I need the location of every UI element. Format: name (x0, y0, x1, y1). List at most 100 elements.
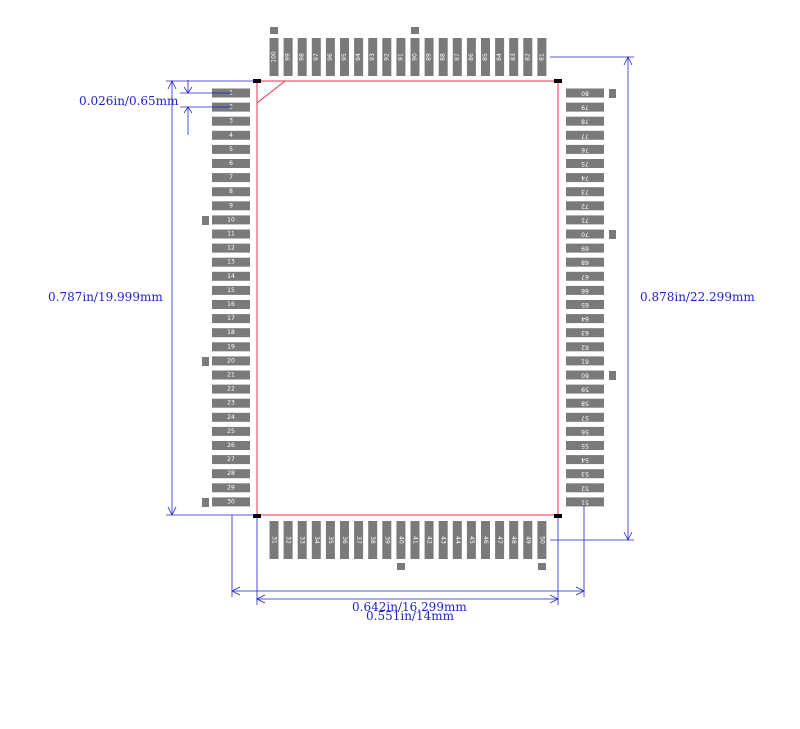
pad-bottom: 46 (481, 521, 490, 559)
pad-left: 15 (212, 285, 250, 295)
pad-shape (382, 38, 392, 76)
pad-shape (566, 314, 604, 324)
body-width-label: 0.551in/14mm (366, 609, 455, 623)
pad-left: 4 (212, 130, 250, 140)
pad-shape (212, 441, 250, 450)
pin-number: 50 (538, 536, 545, 544)
pin-number: 43 (440, 536, 447, 544)
fiducial-marks (202, 27, 616, 570)
pad-left: 24 (212, 412, 250, 422)
pin-number: 22 (227, 386, 235, 393)
fiducial-mark (202, 498, 209, 507)
pad-shape (509, 521, 519, 559)
pad-top: 85 (481, 38, 490, 76)
pad-left: 14 (212, 271, 250, 281)
pad-left: 7 (212, 173, 250, 183)
pin-number: 38 (369, 536, 376, 544)
pin-number: 27 (227, 456, 235, 463)
pad-shape (396, 521, 406, 559)
pad-shape (452, 521, 462, 559)
pad-bottom: 40 (396, 521, 406, 559)
pin-number: 12 (227, 245, 235, 252)
pin-number: 68 (581, 259, 589, 266)
pin-number: 91 (397, 53, 404, 61)
pin-number: 96 (327, 53, 334, 61)
pin-number: 75 (581, 160, 589, 167)
pad-bottom: 42 (424, 521, 434, 559)
pad-shape (566, 398, 604, 408)
pad-bottom: 34 (311, 521, 321, 559)
overall-height-arrow (623, 56, 633, 66)
pad-shape (212, 370, 250, 380)
pad-shape (212, 201, 250, 211)
pad-shape (481, 521, 490, 559)
fiducial-mark (270, 27, 278, 34)
pad-bottom: 31 (269, 521, 279, 559)
pad-bottom: 39 (382, 521, 392, 559)
pad-right: 62 (566, 342, 604, 352)
pin-number: 30 (227, 498, 235, 505)
pad-right: 65 (566, 300, 604, 309)
pad-shape (340, 521, 349, 559)
pad-right: 67 (566, 271, 604, 281)
pad-right: 75 (566, 159, 604, 168)
pad-top: 82 (523, 38, 533, 76)
pad-shape (466, 521, 476, 559)
pin-number: 66 (581, 287, 589, 294)
pin-number: 81 (538, 53, 545, 61)
pad-left: 27 (212, 455, 250, 465)
pin-number: 18 (227, 329, 235, 336)
pad-shape (566, 441, 604, 450)
pad-left: 17 (212, 314, 250, 324)
pad-shape (212, 116, 250, 126)
overall-height-arrow (623, 531, 633, 541)
pin-number: 74 (581, 174, 589, 181)
corner-mark-bottom-left (253, 514, 261, 518)
pad-shape (297, 521, 307, 559)
pad-top: 81 (537, 38, 547, 76)
pin-number: 62 (581, 343, 589, 350)
pad-left: 12 (212, 243, 250, 253)
pad-top: 87 (452, 38, 462, 76)
fiducial-mark (202, 357, 209, 366)
pin-number: 67 (581, 273, 589, 280)
pad-shape (466, 38, 476, 76)
pad-shape (212, 497, 250, 507)
pad-shape (212, 159, 250, 168)
pad-right: 51 (566, 497, 604, 507)
pin-number: 4 (229, 132, 233, 139)
pad-shape (325, 38, 335, 76)
pin-number: 36 (341, 536, 348, 544)
pad-shape (566, 159, 604, 168)
pin-number: 55 (581, 442, 589, 449)
corner-marks (253, 79, 562, 518)
pin-number: 47 (496, 536, 503, 544)
pad-left: 5 (212, 144, 250, 154)
pin-number: 89 (426, 53, 433, 61)
body-width-arrow (256, 594, 266, 604)
pin-number: 71 (581, 216, 589, 223)
pad-shape (523, 521, 533, 559)
pad-left: 18 (212, 328, 250, 338)
pad-shape (566, 271, 604, 281)
pad-shape (212, 271, 250, 281)
pad-top: 98 (297, 38, 307, 76)
pad-shape (283, 38, 293, 76)
overall-width-label: 0.642in/16.299mm (352, 600, 467, 614)
pad-shape (566, 201, 604, 211)
pad-shape (368, 521, 378, 559)
pad-right: 77 (566, 130, 604, 140)
pad-right: 54 (566, 455, 604, 465)
overall-width-arrow (231, 586, 241, 596)
pin-number: 97 (313, 53, 320, 61)
pad-bottom: 35 (325, 521, 335, 559)
pad-left: 10 (212, 215, 250, 225)
pad-shape (212, 412, 250, 422)
pin-number: 41 (412, 536, 419, 544)
pad-right: 59 (566, 384, 604, 394)
pin-number: 63 (581, 329, 589, 336)
pad-shape (452, 38, 462, 76)
pad-shape (438, 38, 448, 76)
